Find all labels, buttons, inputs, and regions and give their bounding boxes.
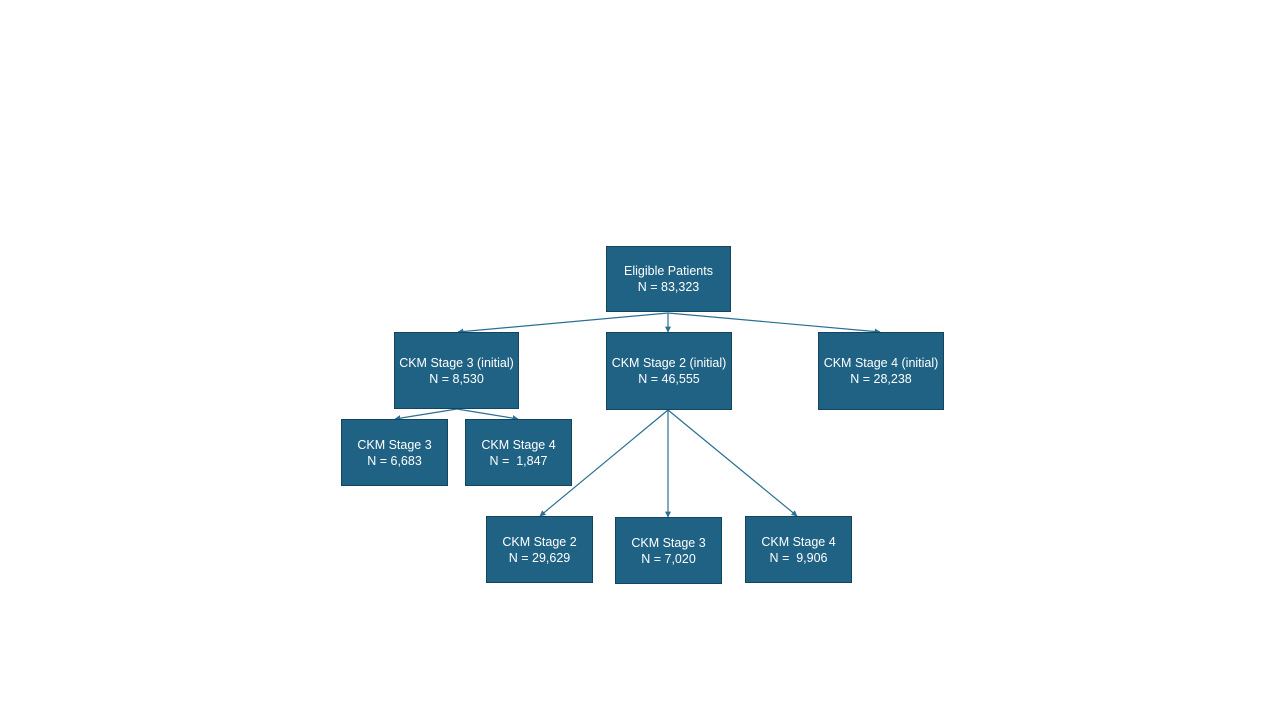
eligible-patients-box: Eligible Patients N = 83,323 — [606, 246, 731, 312]
box-label: CKM Stage 4 (initial) — [823, 356, 939, 370]
connector-stage2-to-stage2 — [539, 409, 669, 517]
connector-stage2-to-stage4 — [667, 409, 798, 517]
box-label: CKM Stage 2 — [502, 534, 577, 549]
ckm-stage2-from-stage2-box: CKM Stage 2 N = 29,629 — [486, 516, 593, 583]
ckm-stage4-initial-box: CKM Stage 4 (initial) N = 28,238 — [818, 332, 944, 410]
box-label: CKM Stage 2 (initial) — [611, 356, 727, 370]
ckm-stage3-from-stage3-box: CKM Stage 3 N = 6,683 — [341, 419, 448, 486]
ckm-stage2-initial-box: CKM Stage 2 (initial) N = 46,555 — [606, 332, 732, 410]
box-label: Eligible Patients — [624, 264, 713, 278]
ckm-stage4-from-stage3-box: CKM Stage 4 N = 1,847 — [465, 419, 572, 486]
box-count: N = 29,629 — [508, 550, 571, 565]
box-label: CKM Stage 3 — [631, 535, 706, 550]
box-count: N = 46,555 — [638, 372, 700, 386]
ckm-stage3-from-stage2-box: CKM Stage 3 N = 7,020 — [615, 517, 722, 584]
box-count: N = 9,906 — [769, 550, 828, 565]
box-label: CKM Stage 4 — [481, 437, 556, 452]
box-label: CKM Stage 4 — [761, 534, 836, 549]
box-count: N = 83,323 — [637, 280, 700, 294]
connector-root-to-stage4-initial — [667, 312, 881, 335]
box-count: N = 28,238 — [850, 372, 912, 386]
box-label: CKM Stage 3 — [357, 437, 432, 452]
connector-stage3-to-stage3 — [394, 408, 458, 422]
box-count: N = 1,847 — [489, 453, 548, 468]
box-count: N = 8,530 — [429, 371, 484, 386]
ckm-stage4-from-stage2-box: CKM Stage 4 N = 9,906 — [745, 516, 852, 583]
ckm-stage3-initial-box: CKM Stage 3 (initial) N = 8,530 — [394, 332, 519, 409]
connector-stage3-to-stage4 — [456, 408, 519, 422]
box-label: CKM Stage 3 (initial) — [399, 355, 514, 370]
box-count: N = 6,683 — [367, 453, 422, 468]
connector-root-to-stage3-initial — [457, 312, 669, 335]
box-count: N = 7,020 — [641, 551, 696, 566]
